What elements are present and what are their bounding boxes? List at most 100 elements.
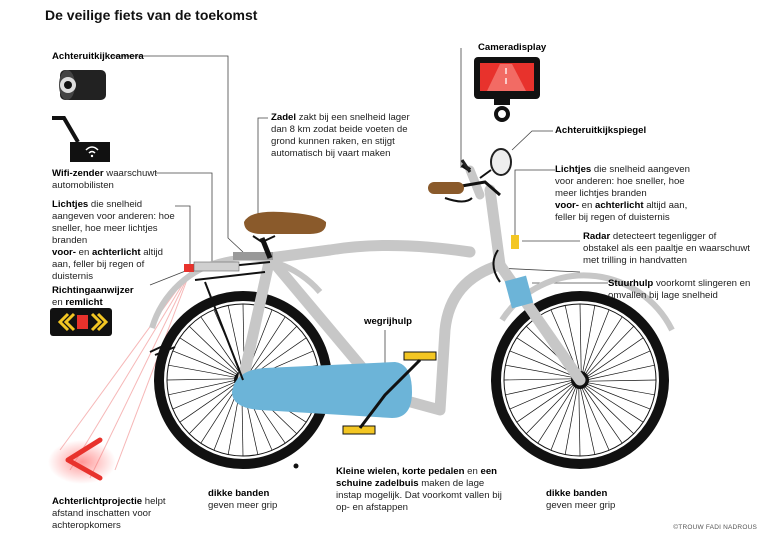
handlebar-grip xyxy=(428,182,464,194)
spoke xyxy=(585,316,623,375)
spoke xyxy=(509,381,573,410)
front-lights-text-3: altijd aan, feller bij regen of duistern… xyxy=(555,200,688,223)
rear-lights-bold-1: Lichtjes xyxy=(52,199,89,210)
camera-display-icon xyxy=(474,57,540,122)
spoke xyxy=(587,379,657,382)
wifi-label-text: waarschuwt automobilisten xyxy=(52,168,157,191)
spoke xyxy=(509,350,574,377)
spoke xyxy=(248,316,286,375)
spoke xyxy=(189,326,239,374)
spoke xyxy=(168,364,236,378)
pedal-top xyxy=(403,351,437,361)
front-lights-bold-2: voor- xyxy=(555,200,579,211)
spoke xyxy=(564,387,578,455)
spoke xyxy=(582,305,596,373)
rear-tyre-label-bold: dikke banden xyxy=(208,488,270,499)
page-title: De veilige fiets van de toekomst xyxy=(45,7,258,23)
rear-tyre-dot xyxy=(293,463,299,469)
front-lights-text-1: die snelheid aangeven voor anderen: hoe … xyxy=(555,164,690,199)
spoke xyxy=(179,383,236,423)
radar-label-text: detecteert tegenligger of obstakel als e… xyxy=(583,231,750,266)
spoke xyxy=(578,387,581,457)
spoke xyxy=(505,380,573,396)
steering-label: Stuurhulp voorkomt slingeren en omvallen… xyxy=(608,278,758,302)
walk-assist-label: wegrijhulp xyxy=(364,316,412,328)
front-tyre-label-text: geven meer grip xyxy=(546,500,616,511)
spoke xyxy=(168,380,236,396)
spoke xyxy=(587,364,655,380)
spoke xyxy=(516,383,573,423)
indicator-label-bold-2: remlicht xyxy=(65,297,103,308)
mirror-label: Achteruitkijkspiegel xyxy=(555,125,646,137)
seatpost-clamp xyxy=(233,252,273,260)
spoke xyxy=(587,382,655,396)
spoke xyxy=(172,381,236,410)
front-lights-label: Lichtjes die snelheid aangeven voor ande… xyxy=(555,164,705,224)
spoke xyxy=(550,386,577,451)
front-lights-text-2: en xyxy=(578,200,595,211)
steering-assist-unit xyxy=(504,275,534,309)
front-tyre-label-bold: dikke banden xyxy=(546,488,608,499)
low-entry-bold-2: een schuine zadelbuis xyxy=(336,466,498,489)
spoke xyxy=(580,387,596,455)
wifi-label: Wifi-zender waarschuwt automobilisten xyxy=(52,168,160,192)
spoke xyxy=(526,384,574,434)
low-entry-text-2: maken de lage instap mogelijk. Dat voork… xyxy=(336,478,502,513)
spoke xyxy=(585,385,644,423)
spoke xyxy=(584,386,634,434)
spoke xyxy=(587,337,644,377)
projection-glow xyxy=(48,440,116,484)
spoke xyxy=(179,337,238,375)
saddle-label: Zadel zakt bij een snelheid lager dan 8 … xyxy=(271,112,419,160)
spoke xyxy=(586,326,634,376)
rear-lights-text-3: altijd aan, feller bij regen of duistern… xyxy=(52,247,163,282)
spoke xyxy=(564,305,580,373)
front-tyre-dot xyxy=(577,463,583,469)
rear-lights-text-1: die snelheid aangeven voor anderen: hoe … xyxy=(52,199,175,246)
spoke xyxy=(505,364,573,378)
spoke xyxy=(587,350,651,379)
rear-lights-bold-2: voor- xyxy=(52,247,76,258)
spoke xyxy=(516,337,575,375)
low-entry-bold-1: Kleine wielen, korte pedalen xyxy=(336,466,465,477)
pedal-bottom xyxy=(342,425,376,435)
indicator-icon xyxy=(50,308,112,336)
wifi-transmitter-icon xyxy=(52,116,110,162)
front-light xyxy=(511,235,519,249)
projection-label: Achterlichtprojectie helpt afstand insch… xyxy=(52,496,192,532)
camera-label-bold: Achteruitkijkcamera xyxy=(52,51,144,62)
spoke xyxy=(503,378,573,381)
rear-mudguard xyxy=(149,255,323,329)
projection-beams xyxy=(59,271,191,479)
spoke xyxy=(583,309,610,374)
spoke xyxy=(200,316,240,373)
saddle-label-bold: Zadel xyxy=(271,112,297,123)
spoke xyxy=(581,387,610,451)
front-lights-bold-3: achterlicht xyxy=(595,200,644,211)
camera-icon xyxy=(59,70,106,100)
saddle-label-text: zakt bij een snelheid lager dan 8 km zod… xyxy=(271,112,410,159)
mirror xyxy=(490,148,512,176)
low-entry-label: Kleine wielen, korte pedalen en een schu… xyxy=(336,466,511,514)
spoke xyxy=(579,303,582,373)
spoke xyxy=(166,378,236,381)
wifi-label-bold: Wifi-zender xyxy=(52,168,104,179)
spoke xyxy=(537,385,575,444)
indicator-label-bold-1: Richtingaanwijzer xyxy=(52,285,134,296)
spoke xyxy=(583,387,623,444)
rear-light-bar xyxy=(193,261,240,272)
front-lights-bold-1: Lichtjes xyxy=(555,164,592,175)
spoke xyxy=(249,326,297,376)
rear-lights-bold-3: achterlicht xyxy=(92,247,141,258)
steering-label-text: voorkomt slingeren en omvallen bij lage … xyxy=(608,278,751,301)
credit: ©TROUW FADI NADROUS xyxy=(673,524,757,531)
rear-lights-text-2: en xyxy=(75,247,92,258)
walk-assist-label-bold: wegrijhulp xyxy=(364,316,412,327)
indicator-label-mid: en xyxy=(52,297,66,308)
display-label-bold: Cameradisplay xyxy=(478,42,547,53)
spoke xyxy=(586,383,651,410)
